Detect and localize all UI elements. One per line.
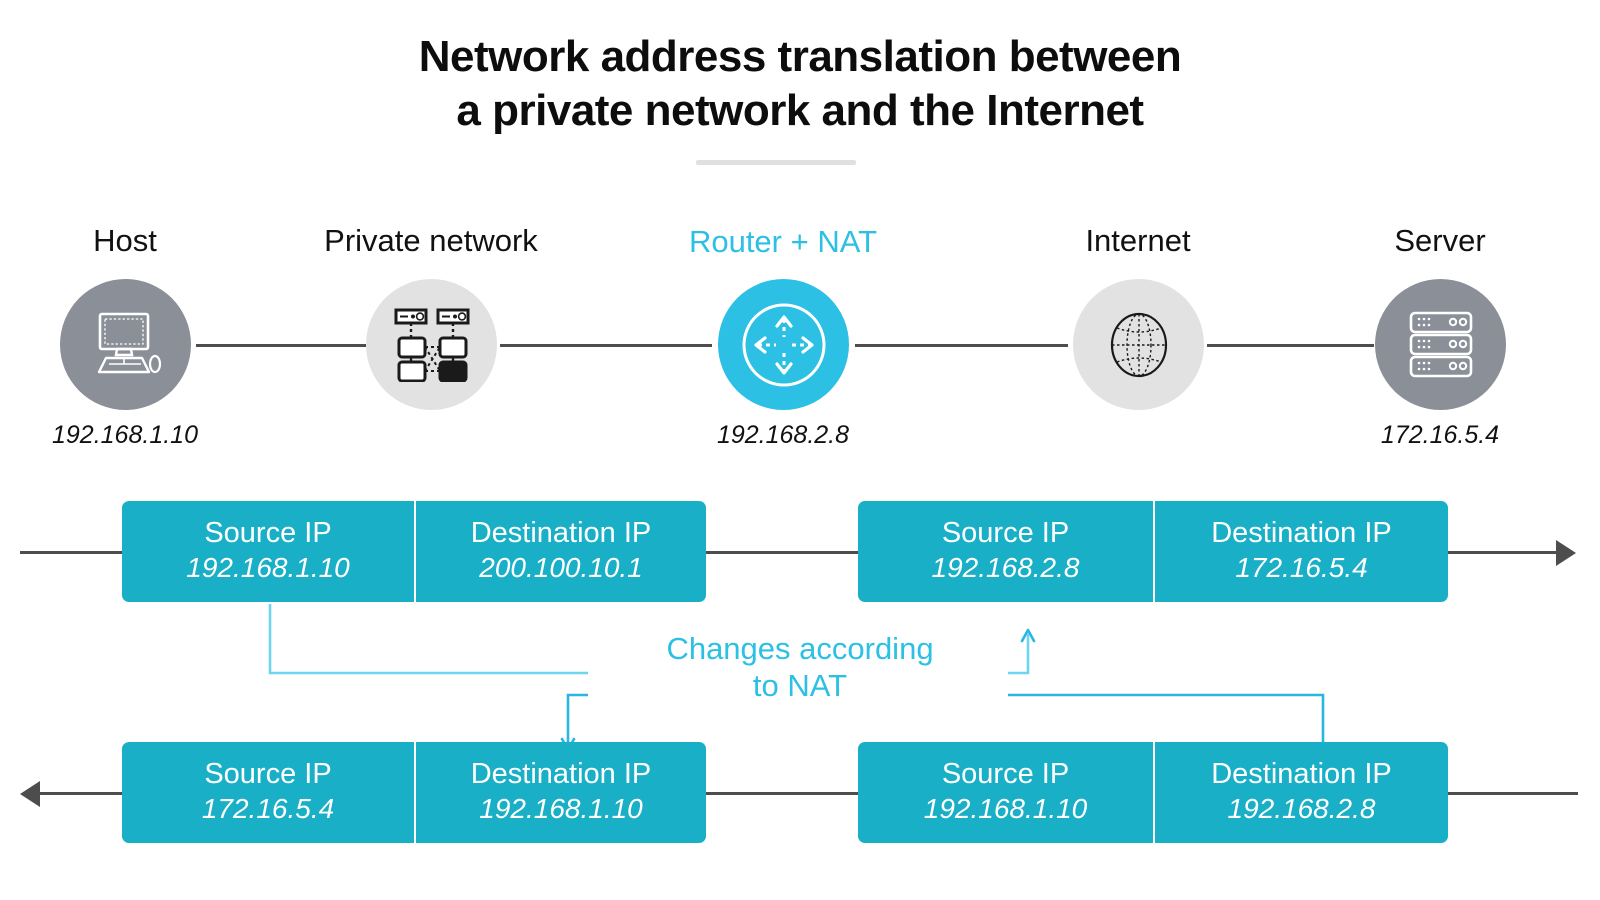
link-internet-to-server xyxy=(1207,344,1374,347)
packet-cell-header: Destination IP xyxy=(1211,516,1392,549)
link-private-to-router xyxy=(500,344,712,347)
packet-cell-destination[interactable]: Destination IP 192.168.2.8 xyxy=(1153,742,1448,843)
node-router-nat-ip: 192.168.2.8 xyxy=(716,421,850,449)
packet-cell-destination[interactable]: Destination IP 192.168.1.10 xyxy=(414,742,706,843)
packet-cell-destination[interactable]: Destination IP 200.100.10.1 xyxy=(414,501,706,602)
flow-line-inbound-left xyxy=(38,792,122,795)
packet-cell-header: Destination IP xyxy=(470,757,652,790)
packet-inbound-before[interactable]: Source IP 192.168.1.10 Destination IP 19… xyxy=(858,742,1448,843)
nat-connector-group xyxy=(268,604,1325,752)
flow-arrowhead-outbound xyxy=(1556,540,1576,566)
nat-caption-backdrop xyxy=(588,658,1008,720)
page-title-line-1: Network address translation between xyxy=(418,32,1182,81)
node-host-label: Host xyxy=(93,223,157,258)
packet-cell-value: 192.168.2.8 xyxy=(1227,793,1376,825)
packet-outbound-after[interactable]: Source IP 192.168.2.8 Destination IP 172… xyxy=(858,501,1448,602)
node-internet-circle[interactable] xyxy=(1073,279,1204,410)
node-host-circle[interactable] xyxy=(60,279,191,410)
packet-cell-value: 192.168.1.10 xyxy=(186,552,350,584)
link-host-to-private xyxy=(196,344,366,347)
node-server-ip: 172.16.5.4 xyxy=(1380,421,1500,449)
packet-cell-source[interactable]: Source IP 192.168.1.10 xyxy=(858,742,1153,843)
desktop-computer-icon xyxy=(97,312,161,373)
packet-cell-value: 172.16.5.4 xyxy=(201,793,335,825)
nat-caption: Changes according to NAT xyxy=(666,631,934,704)
packet-cell-source[interactable]: Source IP 172.16.5.4 xyxy=(122,742,414,843)
packet-cell-source[interactable]: Source IP 192.168.1.10 xyxy=(122,501,414,602)
node-server-circle[interactable] xyxy=(1375,279,1506,410)
packet-inbound-after[interactable]: Source IP 172.16.5.4 Destination IP 192.… xyxy=(122,742,706,843)
flow-arrowhead-inbound xyxy=(20,781,40,807)
link-router-to-internet xyxy=(855,344,1068,347)
packet-cell-value: 192.168.2.8 xyxy=(931,552,1080,584)
node-router-nat-circle[interactable] xyxy=(718,279,849,410)
network-topology-icon xyxy=(394,308,469,382)
packet-cell-header: Destination IP xyxy=(1211,757,1392,790)
flow-line-outbound-middle xyxy=(706,551,858,554)
packet-outbound-before[interactable]: Source IP 192.168.1.10 Destination IP 20… xyxy=(122,501,706,602)
packet-cell-header: Destination IP xyxy=(470,516,652,549)
globe-icon xyxy=(1110,312,1167,377)
packet-cell-header: Source IP xyxy=(941,757,1070,790)
node-private-network-circle[interactable] xyxy=(366,279,497,410)
flow-line-outbound-right xyxy=(1448,551,1558,554)
node-host-ip: 192.168.1.10 xyxy=(52,421,198,449)
packet-cell-destination[interactable]: Destination IP 172.16.5.4 xyxy=(1153,501,1448,602)
flow-line-inbound-middle xyxy=(706,792,858,795)
packet-cell-header: Source IP xyxy=(204,757,332,790)
page-title: Network address translation between a pr… xyxy=(0,30,1600,137)
packet-cell-value: 192.168.1.10 xyxy=(923,793,1088,825)
page-title-line-2: a private network and the Internet xyxy=(456,85,1144,135)
packet-cell-value: 192.168.1.10 xyxy=(479,793,643,825)
flow-line-inbound-right xyxy=(1448,792,1578,795)
packet-cell-value: 172.16.5.4 xyxy=(1235,552,1368,584)
packet-cell-header: Source IP xyxy=(204,516,332,549)
packet-cell-value: 200.100.10.1 xyxy=(479,552,643,584)
router-icon xyxy=(742,303,825,386)
packet-cell-source[interactable]: Source IP 192.168.2.8 xyxy=(858,501,1153,602)
flow-line-outbound-left xyxy=(20,551,122,554)
node-server-label: Server xyxy=(1394,223,1486,258)
node-internet-label: Internet xyxy=(1085,223,1191,258)
title-divider xyxy=(696,160,856,165)
server-rack-icon xyxy=(1409,311,1472,377)
node-router-nat-label: Router + NAT xyxy=(688,224,878,259)
node-private-network-label: Private network xyxy=(324,223,538,258)
nat-connector-source-arrowhead xyxy=(1020,628,1036,643)
packet-cell-header: Source IP xyxy=(941,516,1070,549)
